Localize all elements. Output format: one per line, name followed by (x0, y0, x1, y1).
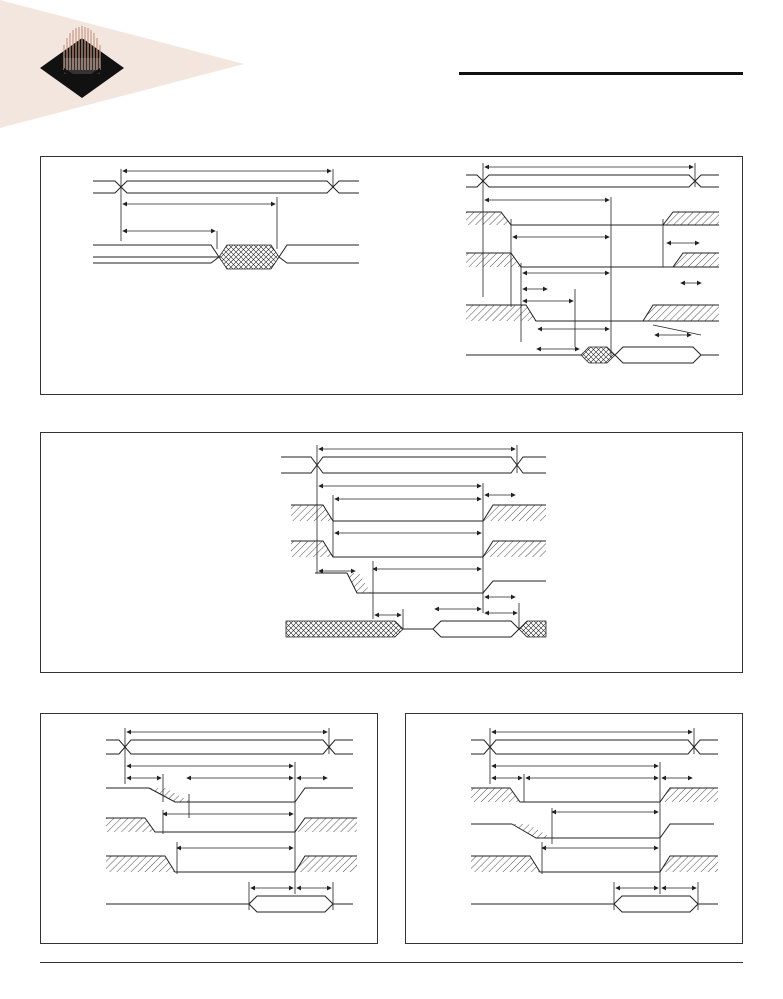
logo-icon (40, 26, 124, 98)
timing-panel-3 (40, 713, 378, 944)
timing-panel-2 (40, 432, 743, 673)
diagram-1-and-2 (93, 163, 719, 364)
header-rule (459, 72, 743, 75)
corner-decoration (0, 0, 244, 128)
diagram-2 (466, 163, 719, 364)
timing-panel-1 (40, 156, 743, 395)
footer-rule (40, 962, 743, 963)
diagram-3 (281, 445, 547, 638)
diagram-1 (93, 168, 359, 270)
diagram-5 (471, 728, 718, 913)
diagram-4 (106, 728, 357, 913)
timing-panel-4 (405, 713, 743, 944)
